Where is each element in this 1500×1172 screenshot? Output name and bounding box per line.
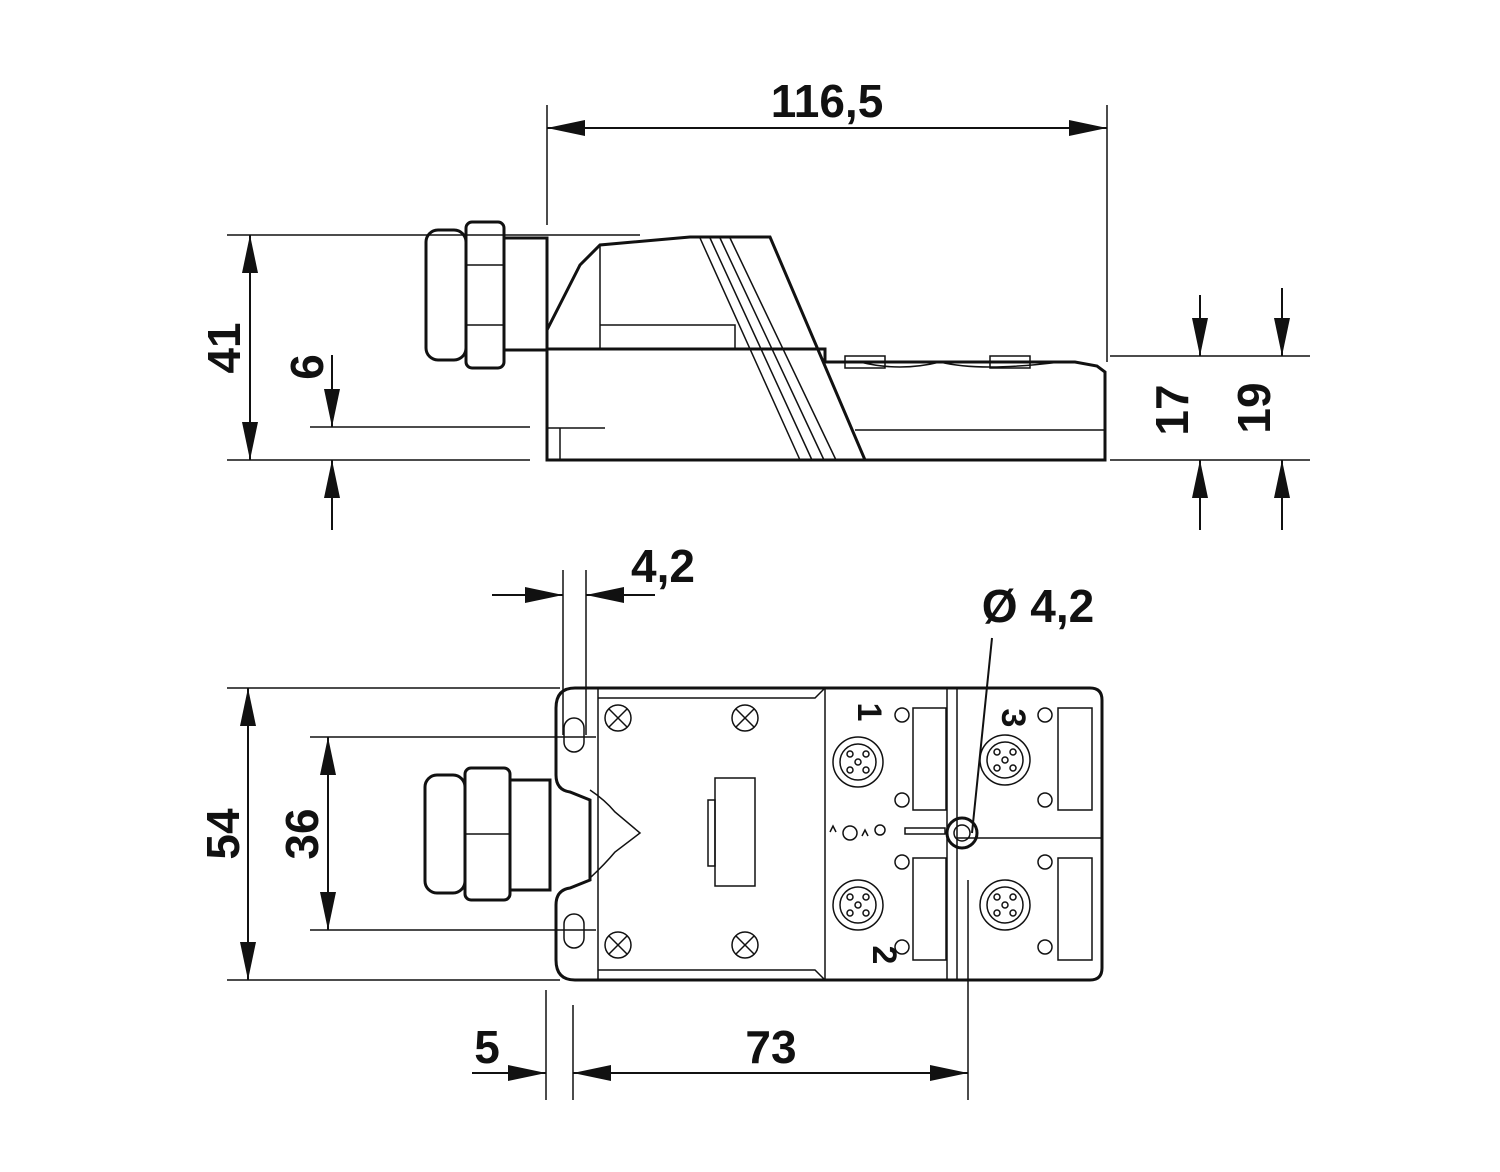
center-mounting-hole xyxy=(945,816,979,850)
mounting-slot-top xyxy=(563,717,585,753)
status-led-icon xyxy=(829,824,946,841)
port-1 xyxy=(832,707,947,811)
mounting-slot-bottom xyxy=(563,913,585,949)
top-view: 1 2 3 xyxy=(197,540,1104,1100)
dim-housing-19: 19 xyxy=(1228,288,1290,530)
screw-icon xyxy=(731,704,759,732)
dim-hole-spacing: 36 xyxy=(276,737,336,930)
dim-overall-height: 41 xyxy=(198,235,258,460)
screw-icon xyxy=(731,931,759,959)
port-2 xyxy=(832,854,947,961)
hole-to-center-label: 73 xyxy=(745,1021,796,1073)
side-housing-base xyxy=(545,347,1107,462)
screw-icon xyxy=(604,931,632,959)
screw-icon xyxy=(604,704,632,732)
base-offset-label: 6 xyxy=(281,354,333,380)
housing-19-label: 19 xyxy=(1228,382,1280,433)
side-view: 116,5 41 6 17 xyxy=(198,75,1310,530)
dim-hole-to-center: 73 xyxy=(573,1021,968,1081)
port-4 xyxy=(979,854,1093,961)
port-label-3: 3 xyxy=(994,709,1032,728)
hole-spacing-label: 36 xyxy=(276,808,328,859)
dim-base-offset: 6 xyxy=(281,354,340,530)
dim-overall-width: 54 xyxy=(197,688,256,980)
port-label-1: 1 xyxy=(850,703,888,722)
overall-width-label: 54 xyxy=(197,808,249,860)
top-housing xyxy=(554,686,1104,982)
dim-overall-length: 116,5 xyxy=(547,75,1107,136)
hole-width-label: 4,2 xyxy=(631,540,695,592)
housing-17-label: 17 xyxy=(1146,384,1198,435)
hole-diameter-label: Ø 4,2 xyxy=(982,580,1095,632)
dim-edge-offset: 5 xyxy=(472,1021,546,1081)
hole-leader-line xyxy=(971,637,993,834)
port-label-2: 2 xyxy=(865,946,903,965)
dim-housing-17: 17 xyxy=(1146,295,1208,530)
dim-hole-width: 4,2 xyxy=(492,540,695,603)
top-cable-gland xyxy=(423,766,552,902)
side-cable-gland xyxy=(424,220,549,370)
overall-height-label: 41 xyxy=(198,322,250,373)
overall-length-label: 116,5 xyxy=(771,75,884,127)
edge-offset-label: 5 xyxy=(474,1021,500,1073)
